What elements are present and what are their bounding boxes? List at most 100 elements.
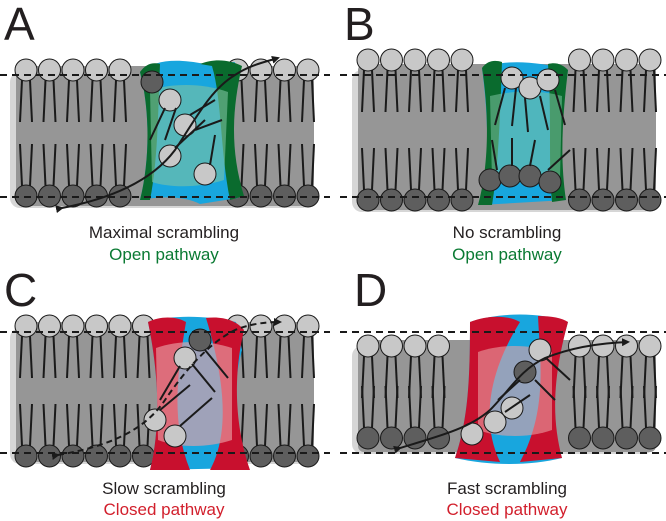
lipid-tail [582,69,587,113]
caption-a: Maximal scrambling [89,223,239,242]
lipid-tail [29,143,33,187]
lipid-tail [643,385,647,429]
lipid-headgroup-top [380,48,403,72]
lipid-headgroup-top [356,334,380,358]
lipid-tail [572,147,577,191]
lipid-headgroup-bottom [638,188,662,212]
lipid-tail [19,143,23,187]
lipid-tail [384,69,389,113]
lipid-headgroup-bottom [615,426,638,450]
lipid-headgroup-top [108,314,132,338]
lipid-tail [19,403,23,447]
lipid-headgroup-bottom [296,444,320,468]
lipid-tail [629,385,634,429]
lipid-tail [384,147,389,191]
lipid-tail [371,147,375,191]
pathway-c: Closed pathway [104,500,225,519]
pathway-b: Open pathway [452,245,562,264]
scrambling-arrow-d [393,338,630,454]
lipid-headgroup-bottom [427,188,450,212]
lipid-headgroup-top [403,334,427,358]
lipid-tail [572,69,577,113]
lipid-headgroup-bottom [273,444,296,468]
lipid-tail [418,147,422,191]
lipid-tail [42,335,47,379]
lipid-tail [653,69,657,113]
lipid-tail [619,147,624,191]
lipid-tail [441,147,446,191]
lipid-tail [596,147,600,191]
panel-letter-d: D [354,264,387,316]
lipid-headgroup-bottom [296,184,320,208]
lipid-headgroup-top [591,334,615,358]
lipid-tail [29,335,33,379]
lipid-tail [301,335,305,379]
panel-letter-a: A [4,0,35,50]
lipid-headgroup-bottom [38,444,61,468]
lipid-headgroup-top [427,48,450,72]
lipid-headgroup-bottom [591,188,615,212]
lipid-headgroup-bottom [356,426,380,450]
lipid-tail [418,69,422,113]
lipid-headgroup-top [85,58,108,82]
lipid-headgroup-bottom [568,188,591,212]
lipid-tail [52,79,57,123]
lipid-headgroup-top [427,334,450,358]
lipid-tail [455,147,459,191]
lipid-tail [311,79,315,123]
lipid-headgroup-top [249,314,273,338]
lipid-tail [29,79,33,123]
lipid-headgroup-bottom [61,444,85,468]
lipid-tail [371,69,375,113]
pathway-a: Open pathway [109,245,219,264]
lipid-headgroup-top [14,58,38,82]
lipid-headgroup-bottom [108,444,132,468]
lipid-tail [582,147,587,191]
lipid-tail [629,147,634,191]
lipid-headgroup-bottom [249,444,273,468]
lipid-tail [455,69,459,113]
lipid-tail [19,79,23,123]
lipid-tail [301,79,305,123]
lipid-headgroup-bottom [615,188,638,212]
lipid-headgroup-top [615,334,638,358]
panel-letter-b: B [344,0,375,50]
lipid-headgroup-top [450,48,474,72]
lipid-headgroup-top [61,314,85,338]
lipid-tail [643,69,647,113]
lipid-tail [653,147,657,191]
reference-lines [0,74,666,454]
lipid-tail [408,69,412,113]
lipid-headgroup-bottom [380,188,403,212]
lipid-tail [465,69,469,113]
lipid-tail [287,79,292,123]
lipid-headgroup-top [61,58,85,82]
lipid-tail [311,143,315,187]
lipid-tail [384,385,389,429]
lipid-tail [606,69,610,113]
lipid-tail [311,403,315,447]
lipid-tail [287,143,292,187]
lipid-headgroup-bottom [132,444,155,468]
panel-b [352,48,662,212]
lipid-tail [301,403,305,447]
lipid-tail [653,385,657,429]
lipid-headgroup-top [108,58,132,82]
lipid-headgroup-top [403,48,427,72]
panel-d [352,314,662,464]
lipid-headgroup-top [591,48,615,72]
lipid-headgroup-bottom [591,426,615,450]
lipid-headgroup-top [38,58,61,82]
lipid-tail [52,143,57,187]
lipid-tail [361,385,365,429]
lipid-tail [408,147,412,191]
lipid-tail [465,147,469,191]
lipid-tail [431,147,436,191]
lipid-tail [596,69,600,113]
lipid-tail [301,143,305,187]
lipid-tail [29,403,33,447]
lipid-tail [629,69,634,113]
lipid-headgroup-top [273,314,296,338]
lipid-headgroup-top [638,334,662,358]
